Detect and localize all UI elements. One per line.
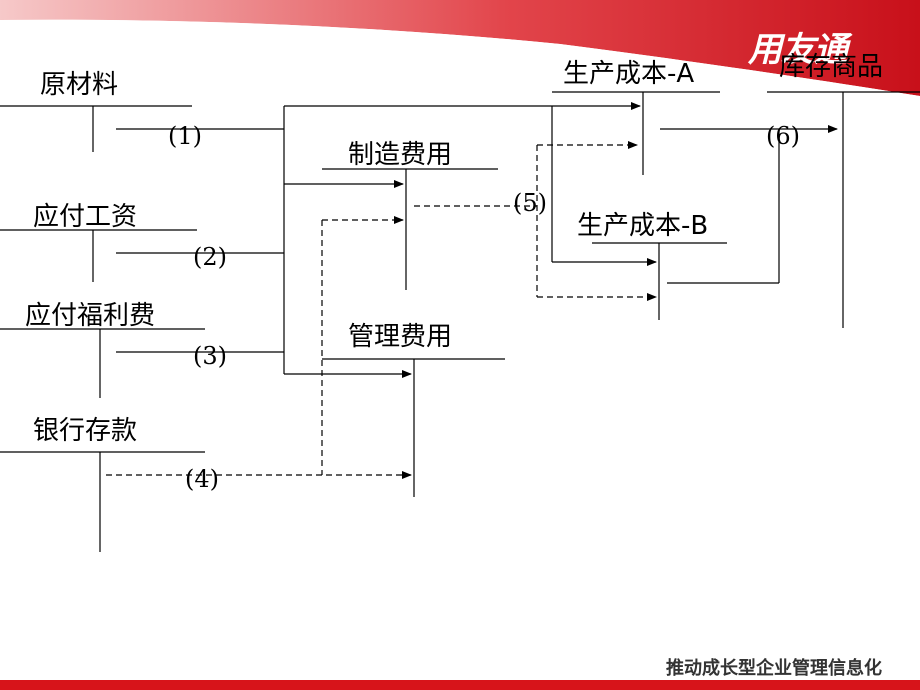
t-account-wages-payable (0, 229, 197, 282)
footer-slogan: 推动成长型企业管理信息化 (666, 658, 882, 679)
t-account-admin-expense (322, 358, 505, 497)
t-account-raw-materials (0, 105, 192, 152)
footer-bar (0, 680, 920, 690)
account-label-raw-materials: 原材料 (40, 70, 119, 100)
step-label-5: (5) (513, 189, 547, 217)
t-account-bank-deposit (0, 451, 205, 552)
step-label-3: (3) (193, 342, 227, 370)
t-account-manufacturing-overhead (322, 168, 498, 290)
header-banner (0, 0, 920, 100)
t-account-production-cost-a (552, 91, 720, 175)
t-account-production-cost-b (592, 242, 727, 320)
t-account-inventory-goods (767, 91, 920, 328)
step-label-6: (6) (766, 122, 800, 150)
step-label-4: (4) (185, 465, 219, 493)
account-label-admin-expense: 管理费用 (348, 322, 453, 352)
account-label-wages-payable: 应付工资 (33, 202, 138, 232)
account-label-welfare-payable: 应付福利费 (25, 301, 156, 331)
account-label-production-cost-a: 生产成本-A (563, 59, 695, 89)
brand-logo: 用友通 (748, 30, 848, 70)
account-label-inventory-goods: 库存商品 (779, 52, 884, 82)
t-account-welfare-payable (0, 328, 205, 398)
step-label-2: (2) (193, 243, 227, 271)
step-label-1: (1) (168, 122, 202, 150)
account-label-manufacturing-overhead: 制造费用 (348, 140, 453, 170)
account-label-bank-deposit: 银行存款 (33, 416, 138, 446)
account-label-production-cost-b: 生产成本-B (577, 211, 709, 241)
